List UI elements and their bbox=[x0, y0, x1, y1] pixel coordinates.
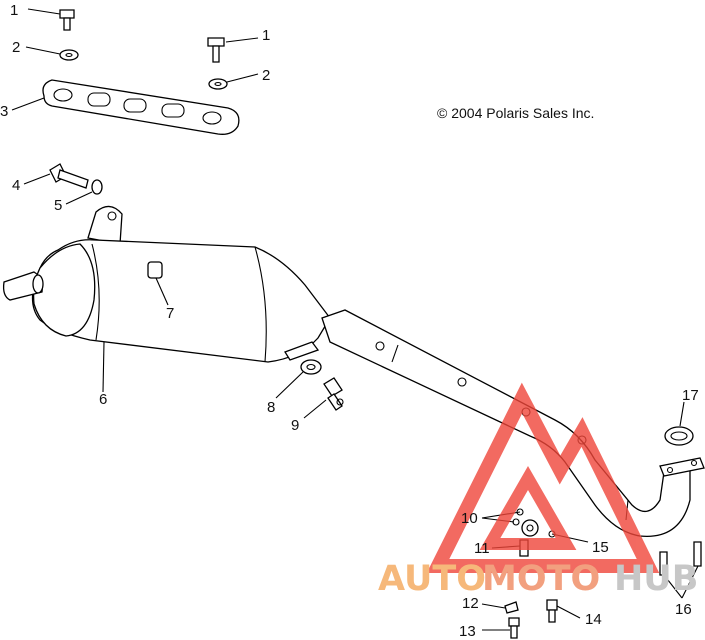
callout-15: 15 bbox=[592, 539, 609, 556]
logo-triangle-outer bbox=[426, 382, 660, 573]
callout-11: 11 bbox=[474, 540, 490, 557]
callout-5: 5 bbox=[54, 197, 62, 214]
callout-10: 10 bbox=[461, 510, 478, 527]
callout-1-left: 1 bbox=[10, 2, 18, 19]
heat-shield bbox=[42, 79, 240, 135]
callout-2-left: 2 bbox=[12, 39, 20, 56]
hardware bbox=[49, 9, 702, 639]
watermark-logo bbox=[426, 382, 660, 573]
callout-7: 7 bbox=[166, 305, 174, 322]
watermark-text: AUTO MOTO HUB bbox=[378, 559, 698, 599]
callout-1-right: 1 bbox=[262, 27, 270, 44]
callout-3: 3 bbox=[0, 103, 8, 120]
callout-13: 13 bbox=[459, 623, 476, 640]
callout-8: 8 bbox=[267, 399, 275, 416]
watermark-moto: MOTO bbox=[482, 559, 600, 599]
callout-16: 16 bbox=[675, 601, 692, 618]
logo-triangle-inner bbox=[479, 465, 577, 550]
watermark-auto: AUTO bbox=[378, 559, 486, 599]
copyright-notice: © 2004 Polaris Sales Inc. bbox=[437, 105, 594, 121]
callout-2-right: 2 bbox=[262, 67, 270, 84]
callout-6: 6 bbox=[99, 391, 107, 408]
callout-12: 12 bbox=[462, 595, 479, 612]
callout-17: 17 bbox=[682, 387, 699, 404]
callout-4: 4 bbox=[12, 177, 20, 194]
callout-14: 14 bbox=[585, 611, 602, 628]
muffler bbox=[2, 205, 331, 363]
callout-9: 9 bbox=[291, 417, 299, 434]
watermark-hub: HUB bbox=[614, 559, 698, 599]
leader-lines bbox=[11, 8, 699, 631]
